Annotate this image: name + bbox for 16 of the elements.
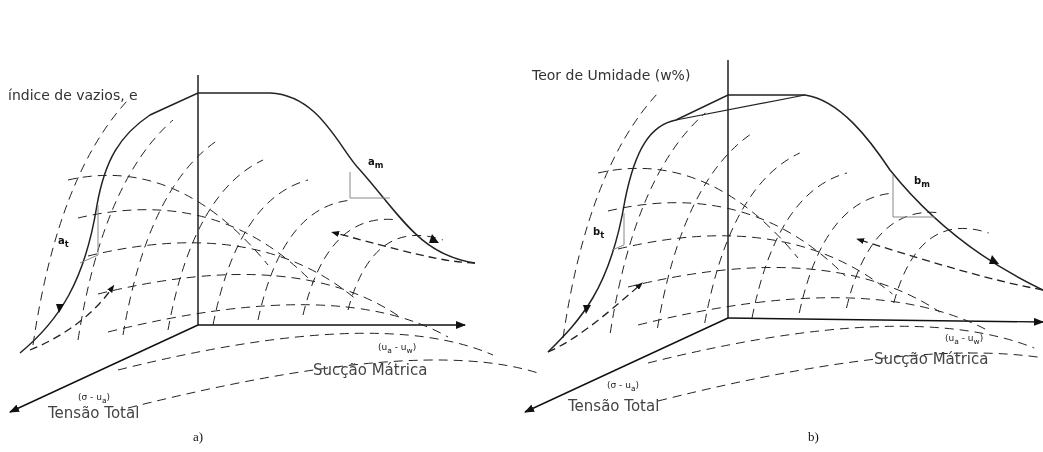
slope-label: b$_{t}$ (593, 226, 605, 241)
axis-label: Teor de Umidade (w%) (532, 68, 691, 84)
slope-label: a$_{t}$ (58, 235, 69, 250)
axis-label: (σ - u$_{a}$) (78, 393, 110, 406)
axis-label: (u$_{a}$ - u$_{w}$) (378, 343, 417, 356)
slope-label: a$_{m}$ (368, 156, 384, 171)
panel-label: a) (193, 430, 204, 445)
axis-label: Sucção Mátrica (313, 362, 428, 379)
axis-label: Tensão Total (48, 405, 140, 422)
panel-label: b) (808, 430, 819, 445)
axis-label: (σ - u$_{a}$) (607, 381, 639, 394)
slope-label: b$_{m}$ (914, 175, 930, 190)
axis-label: Tensão Total (568, 398, 660, 415)
axis-label: Sucção Mátrica (874, 351, 989, 368)
axis-label: (u$_{a}$ - u$_{w}$) (945, 334, 984, 347)
axis-label: índice de vazios, e (8, 88, 138, 104)
